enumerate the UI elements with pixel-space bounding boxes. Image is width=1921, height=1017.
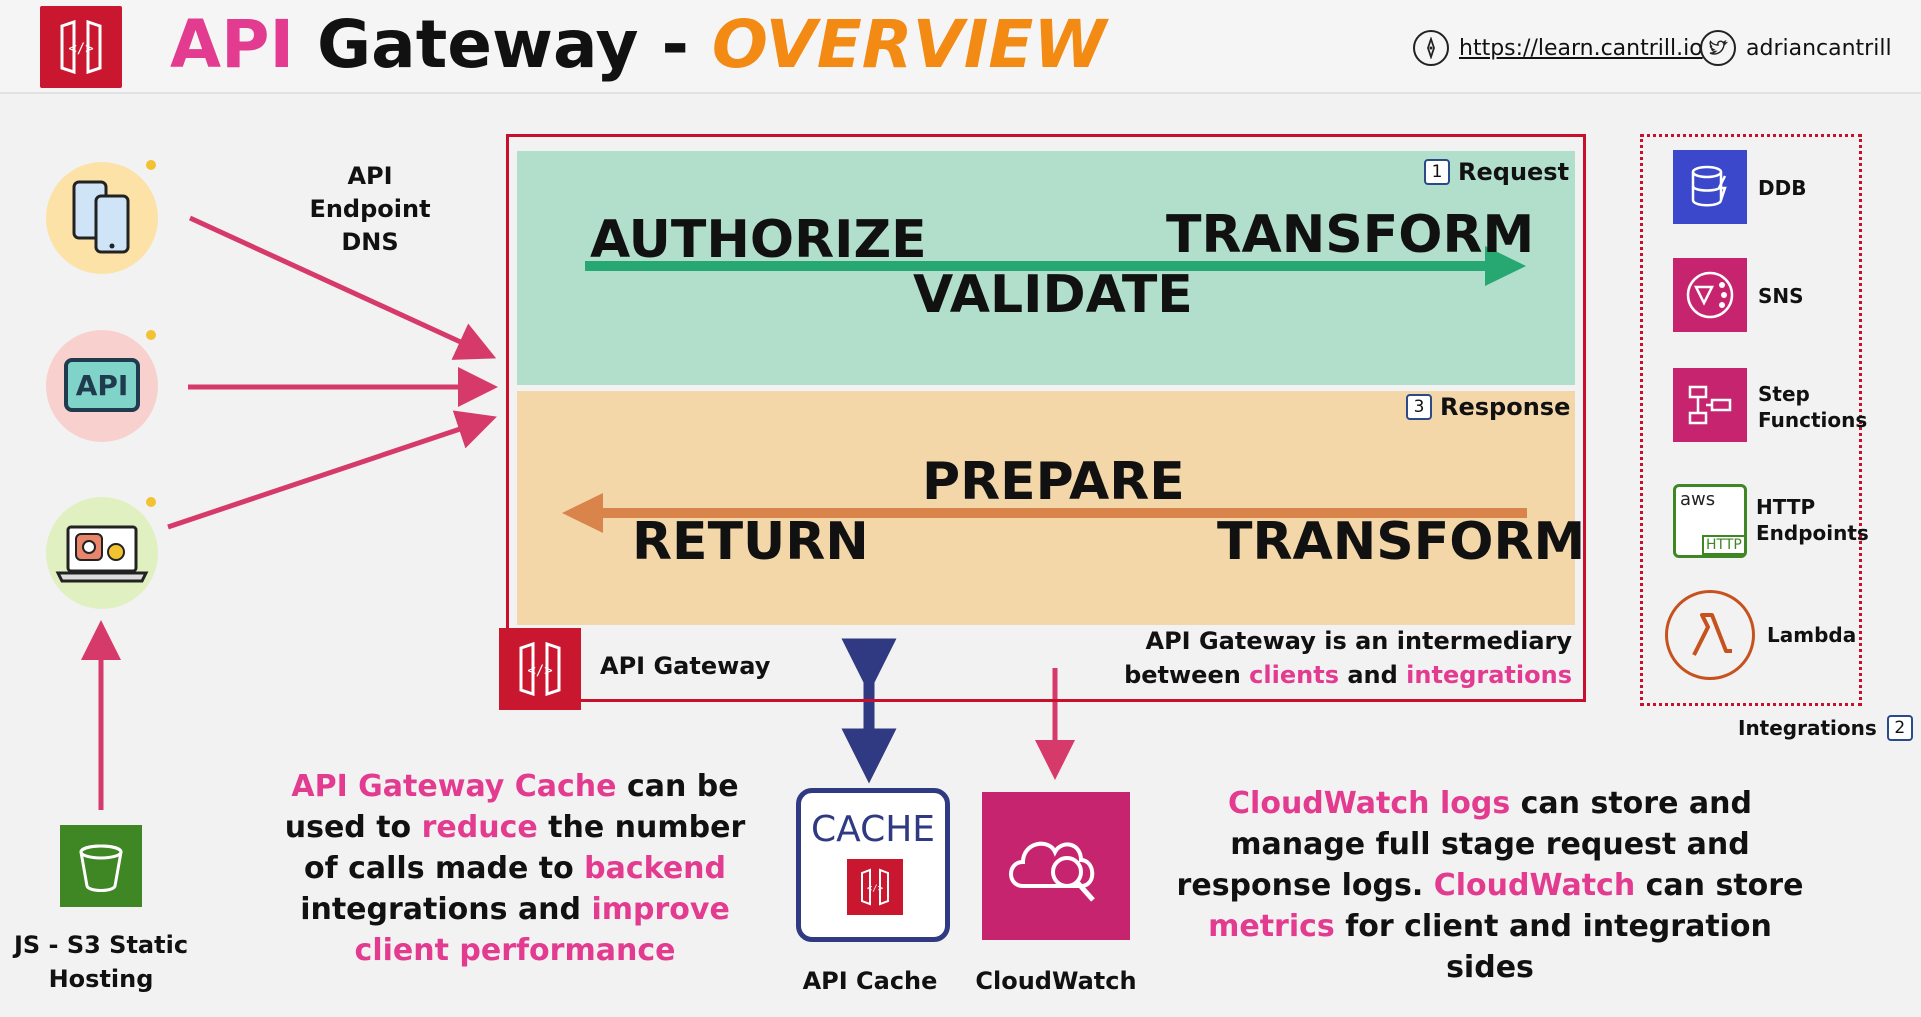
request-flow-arrowhead xyxy=(1485,246,1526,286)
cache-description: API Gateway Cache can be used to reduce … xyxy=(284,769,746,968)
svg-text:</>: </> xyxy=(527,663,552,679)
api-gateway-label: API Gateway xyxy=(600,652,771,680)
title-part-overview: OVERVIEW xyxy=(711,6,1107,83)
step-functions-icon xyxy=(1673,368,1747,442)
transform-request-step: TRANSFORM xyxy=(1166,205,1535,265)
s3-hosting-label: JS - S3 Static Hosting xyxy=(13,931,189,993)
cache-icon-text: CACHE xyxy=(810,809,936,850)
transform-response-step: TRANSFORM xyxy=(1217,512,1586,572)
title-part-api: API xyxy=(170,6,295,83)
step-number-2: 2 xyxy=(1886,715,1913,741)
endpoint-dns-label: API Endpoint DNS xyxy=(309,162,431,256)
response-flow-arrowhead xyxy=(562,493,603,533)
ddb-label: DDB xyxy=(1758,176,1807,200)
validate-step: VALIDATE xyxy=(913,265,1193,325)
response-label: 3 Response xyxy=(1406,393,1570,421)
authorize-step: AUTHORIZE xyxy=(590,210,927,270)
integrations-container xyxy=(1640,134,1862,706)
twitter-link[interactable]: adriancantrill xyxy=(1700,30,1892,66)
decor-dot xyxy=(146,330,156,340)
http-endpoints-label: HTTP Endpoints xyxy=(1756,495,1869,545)
api-cache-icon: CACHE </> xyxy=(796,788,950,942)
mobile-phones-icon xyxy=(72,180,130,254)
cloudwatch-icon xyxy=(982,792,1130,940)
request-label: 1 Request xyxy=(1424,158,1569,186)
website-url[interactable]: https://learn.cantrill.io xyxy=(1459,35,1703,61)
step-functions-label: Step Functions xyxy=(1758,382,1868,432)
gateway-description: API Gateway is an intermediary between c… xyxy=(1124,627,1572,689)
http-endpoints-icon: aws HTTP xyxy=(1673,484,1747,558)
twitter-icon xyxy=(1700,30,1736,66)
arrow-phone-to-gateway xyxy=(188,215,497,360)
step-number-3: 3 xyxy=(1406,394,1432,420)
s3-bucket-icon xyxy=(60,825,142,907)
api-gateway-icon: </> xyxy=(60,19,102,75)
decor-dot xyxy=(146,497,156,507)
web-client xyxy=(46,497,158,609)
http-text: HTTP xyxy=(1702,535,1746,555)
svg-text:</>: </> xyxy=(68,41,93,57)
api-gateway-container xyxy=(506,134,1586,702)
title-part-gateway: Gateway - xyxy=(317,6,689,83)
lambda-icon xyxy=(1665,590,1755,680)
return-step: RETURN xyxy=(632,512,869,572)
page-title: API Gateway - OVERVIEW xyxy=(170,6,1106,83)
mobile-client xyxy=(46,162,158,274)
compass-icon xyxy=(1413,30,1449,66)
integrations-label: Integrations 2 xyxy=(1738,715,1913,741)
arrow-laptop-to-gateway xyxy=(167,410,497,530)
api-badge: API xyxy=(64,358,140,412)
twitter-handle: adriancantrill xyxy=(1746,35,1892,61)
api-gateway-service-icon: </> xyxy=(499,628,581,710)
cloudwatch-description: CloudWatch logs can store and manage ful… xyxy=(1176,786,1804,985)
cloudwatch-label: CloudWatch xyxy=(975,967,1137,995)
cache-gateway-icon: </> xyxy=(847,859,903,915)
step-number-1: 1 xyxy=(1424,159,1450,185)
flow-arrows xyxy=(562,246,1527,533)
api-client: API xyxy=(46,330,158,442)
svg-text:</>: </> xyxy=(867,884,884,894)
api-cache-label: API Cache xyxy=(802,967,938,995)
sns-label: SNS xyxy=(1758,284,1804,308)
header-bar xyxy=(0,0,1921,94)
laptop-icon xyxy=(55,525,149,583)
sns-icon xyxy=(1673,258,1747,332)
website-link[interactable]: https://learn.cantrill.io xyxy=(1413,30,1703,66)
dynamodb-icon xyxy=(1673,150,1747,224)
lambda-label: Lambda xyxy=(1767,623,1857,647)
aws-logo-text: aws xyxy=(1680,489,1716,510)
prepare-step: PREPARE xyxy=(922,452,1185,512)
api-gateway-logo: </> xyxy=(40,6,122,88)
decor-dot xyxy=(146,160,156,170)
